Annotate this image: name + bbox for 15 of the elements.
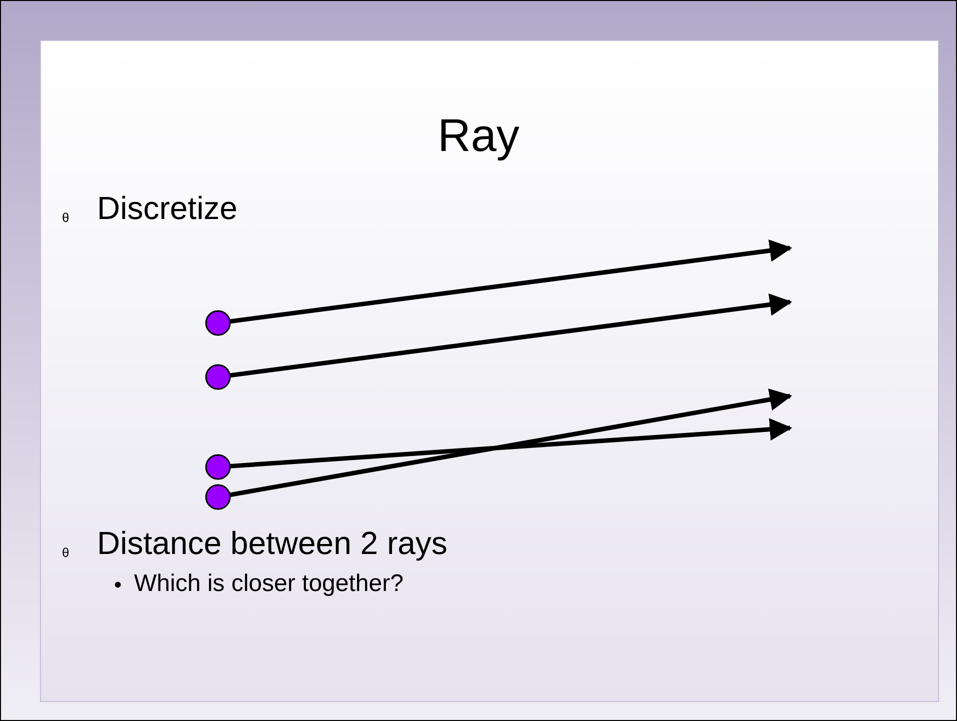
bullet-marker: θ	[62, 546, 70, 561]
bullet-text: Distance between 2 rays	[97, 525, 448, 562]
sub-bullet-marker: •	[114, 572, 122, 598]
ray-origin-dot	[205, 484, 231, 510]
ray-arrow	[230, 239, 792, 324]
ray-origin-dot	[205, 364, 231, 390]
ray-arrow	[230, 293, 792, 378]
sub-bullet-text: Which is closer together?	[134, 570, 404, 598]
ray-origin-dot	[205, 310, 231, 336]
bullet-marker: θ	[62, 211, 70, 226]
slide-title: Ray	[436, 108, 520, 162]
ray-arrow	[229, 388, 792, 498]
ray-arrow	[230, 418, 792, 468]
bullet-text: Discretize	[97, 190, 238, 227]
ray-origin-dot	[205, 454, 231, 480]
